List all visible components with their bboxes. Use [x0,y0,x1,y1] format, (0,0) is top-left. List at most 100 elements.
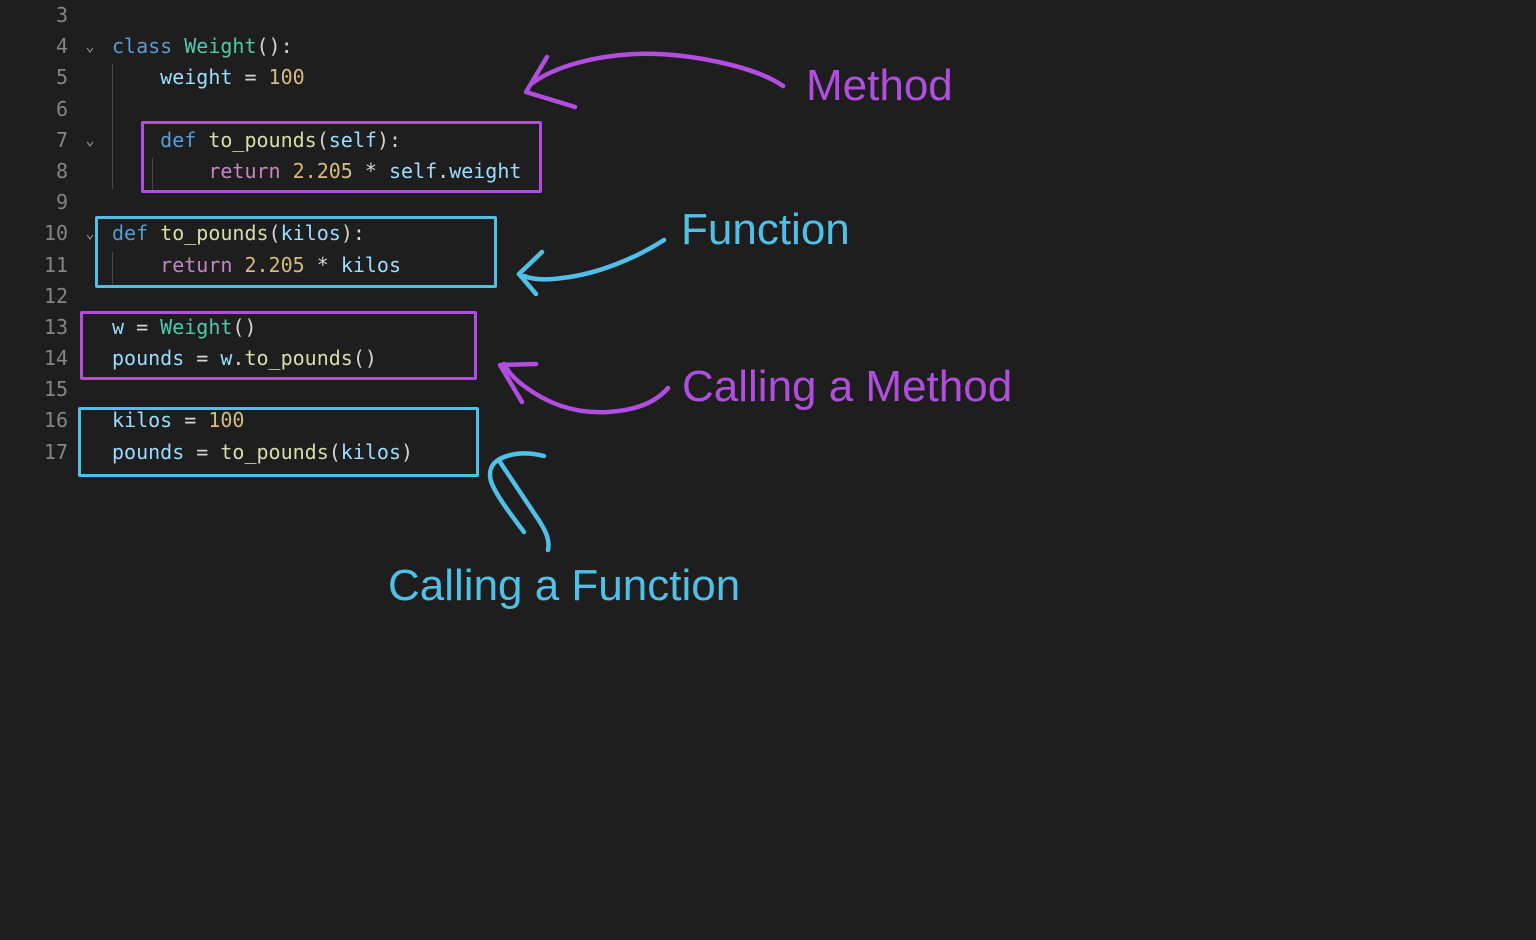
indent-guide-method-body [152,158,153,190]
code-line[interactable]: 9 [0,187,1536,218]
line-number: 16 [43,408,68,433]
code-token-punc: () [232,314,257,339]
code-token-var: self [388,158,438,183]
chevron-down-icon[interactable]: ⌄ [85,130,95,149]
code-token-punc: = [124,314,161,339]
code-token-var: w [220,346,233,371]
code-token-punc: = [184,346,221,371]
code-token-var: w [112,314,125,339]
code-token-punc [112,253,160,277]
code-line[interactable]: 15 [0,374,1536,405]
code-line-text[interactable]: def to_pounds(self): [112,125,401,156]
code-line[interactable]: 11 return 2.205 * kilos [0,250,1536,281]
line-number: 7 [55,127,68,152]
line-number: 17 [43,439,68,464]
code-line-text[interactable]: return 2.205 * kilos [112,250,401,281]
code-line-text[interactable]: pounds = to_pounds(kilos) [112,437,413,468]
code-token-kw: class [112,34,173,59]
code-token-punc: . [437,158,450,183]
code-token-var: kilos [340,439,402,464]
code-token-punc [281,159,293,183]
code-line-text[interactable]: w = Weight() [112,312,257,343]
line-number: 13 [43,314,68,339]
line-number: 11 [43,252,68,277]
code-line-text[interactable]: weight = 100 [112,62,305,93]
code-token-punc [112,65,160,89]
code-line[interactable]: 10 ⌄ def to_pounds(kilos): [0,218,1536,249]
code-token-ctrl: return [160,252,233,277]
code-token-punc: ) [401,439,414,464]
line-number: 12 [43,283,68,308]
code-token-kw: def [112,221,149,246]
code-token-punc [112,128,160,152]
code-token-punc: = [184,439,221,464]
code-token-punc [196,128,208,152]
indent-guide-function-body [112,252,113,284]
chevron-down-icon[interactable]: ⌄ [85,224,95,243]
code-line-text[interactable]: pounds = w.to_pounds() [112,343,377,374]
line-number: 8 [55,158,68,183]
code-line[interactable]: 3 [0,0,1536,31]
indent-guide-class-body [112,64,113,189]
code-token-fn: to_pounds [220,439,329,464]
line-number: 3 [55,3,68,27]
code-token-punc: ( [316,127,329,152]
calling-method-label: Calling a Method [682,362,1013,411]
code-line[interactable]: 8 return 2.205 * self.weight [0,156,1536,187]
code-token-var: kilos [280,221,341,246]
code-token-punc: ): [376,127,402,152]
code-token-fn: to_pounds [244,346,353,371]
code-token-fn: to_pounds [160,221,269,246]
code-token-punc: * [304,252,341,277]
code-line-text[interactable]: def to_pounds(kilos): [112,218,365,249]
line-number: 14 [43,346,68,371]
line-number: 9 [55,190,68,215]
code-token-ctrl: return [208,158,281,183]
code-token-num: 2.205 [292,158,353,183]
line-number: 5 [55,65,68,90]
code-line[interactable]: 13 w = Weight() [0,312,1536,343]
code-line[interactable]: 4⌄class Weight(): [0,31,1536,62]
code-token-punc: . [232,346,245,371]
code-token-num: 100 [208,408,245,433]
code-token-var: weight [449,158,522,183]
chevron-down-icon[interactable]: ⌄ [85,37,95,56]
code-line-text[interactable]: kilos = 100 [112,405,244,436]
code-token-var: pounds [112,439,185,464]
code-line-text[interactable]: class Weight(): [112,31,293,62]
code-line[interactable]: 6 [0,94,1536,125]
code-token-punc: = [172,408,209,433]
code-token-type: Weight [184,34,257,59]
code-line[interactable]: 16 kilos = 100 [0,405,1536,436]
code-token-punc [112,159,208,183]
code-token-punc: (): [256,34,293,59]
code-token-punc: ): [340,221,365,246]
code-token-punc: () [352,346,377,371]
code-line[interactable]: 14 pounds = w.to_pounds() [0,343,1536,374]
code-line-text[interactable]: return 2.205 * self.weight [112,156,521,187]
code-token-fn: to_pounds [208,127,317,152]
code-token-type: Weight [160,314,233,339]
line-number: 10 [43,221,68,246]
code-token-punc: ( [268,221,281,246]
code-token-var: weight [160,65,233,90]
code-line[interactable]: 12 [0,281,1536,312]
code-line[interactable]: 5 weight = 100 [0,62,1536,93]
code-token-kw: def [160,127,197,152]
method-label: Method [806,61,953,110]
code-line[interactable]: 17 pounds = to_pounds(kilos) [0,437,1536,468]
line-number: 6 [55,96,68,121]
code-line[interactable]: 7 ⌄ def to_pounds(self): [0,125,1536,156]
code-token-var: kilos [340,252,402,277]
code-token-punc [232,253,244,277]
line-number: 15 [43,377,68,402]
code-token-punc: = [232,65,269,90]
code-token-num: 100 [268,65,305,90]
code-token-num: 2.205 [244,252,305,277]
code-token-punc [172,34,184,58]
code-token-var: pounds [112,346,185,371]
code-token-var: kilos [112,408,173,433]
